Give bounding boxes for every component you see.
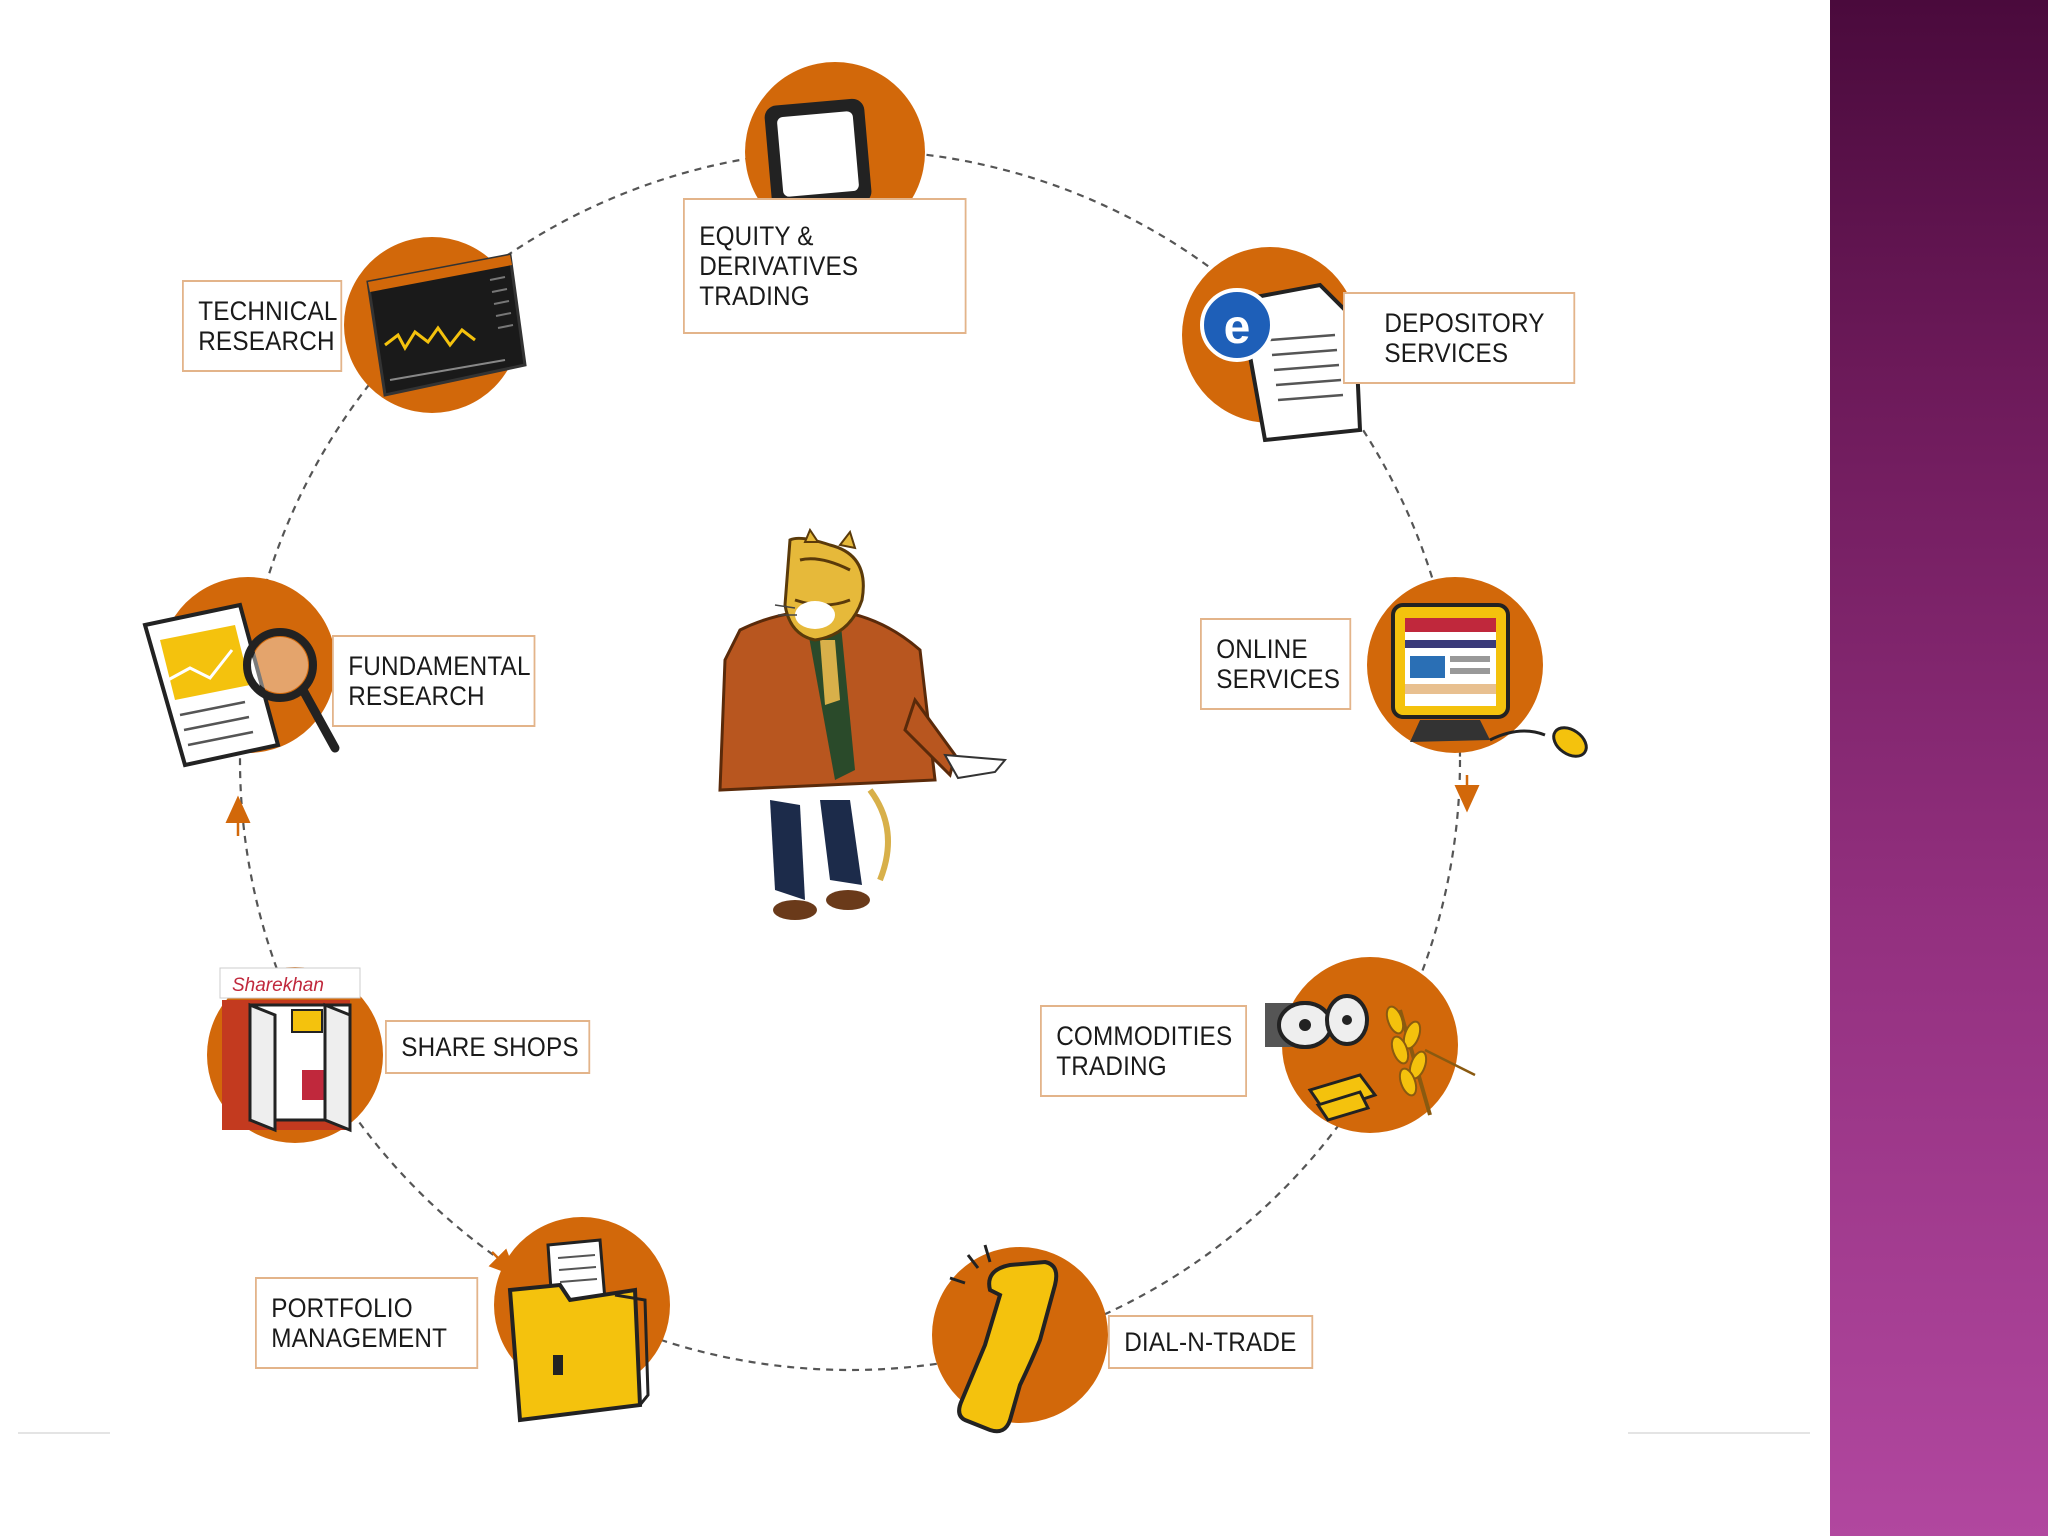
technical-label: TECHNICAL RESEARCH	[198, 296, 338, 356]
fundamental-label: FUNDAMENTAL RESEARCH	[348, 651, 531, 711]
node-label-dial[interactable]: DIAL-N-TRADE	[1108, 1315, 1314, 1369]
shops-node-icon: Sharekhan	[207, 967, 383, 1143]
shops-label: SHARE SHOPS	[401, 1032, 579, 1062]
share-shop-icon: Sharekhan	[219, 967, 361, 1133]
node-label-technical[interactable]: TECHNICAL RESEARCH	[182, 280, 343, 372]
divider-right	[1628, 1432, 1810, 1434]
node-label-portfolio[interactable]: PORTFOLIO MANAGEMENT	[255, 1277, 479, 1369]
e-document-icon: e	[1200, 282, 1363, 443]
dial-node-icon	[932, 1244, 1108, 1434]
online-node-icon	[1367, 577, 1588, 758]
online-label: ONLINE SERVICES	[1216, 634, 1341, 694]
dial-label: DIAL-N-TRADE	[1124, 1327, 1297, 1357]
folder-icon	[507, 1238, 650, 1423]
commodities-icon	[1265, 994, 1476, 1122]
portfolio-label: PORTFOLIO MANAGEMENT	[271, 1293, 448, 1353]
equity-label: EQUITY & DERIVATIVES TRADING	[699, 221, 859, 311]
depository-node-icon: e	[1182, 247, 1363, 443]
tiger-mascot-icon	[718, 527, 1007, 920]
fundamental-node-icon	[142, 577, 340, 768]
node-label-online[interactable]: ONLINE SERVICES	[1200, 618, 1352, 710]
node-label-shops[interactable]: SHARE SHOPS	[385, 1020, 591, 1074]
technical-node-icon	[344, 237, 527, 413]
decorative-side-band	[1830, 0, 2048, 1536]
node-label-fundamental[interactable]: FUNDAMENTAL RESEARCH	[332, 635, 536, 727]
commodities-label: COMMODITIES TRADING	[1056, 1021, 1233, 1081]
shop-sign-text: Sharekhan	[232, 975, 324, 996]
node-label-commodities[interactable]: COMMODITIES TRADING	[1040, 1005, 1247, 1097]
svg-text:e: e	[1224, 301, 1251, 354]
commodities-node-icon	[1265, 957, 1476, 1133]
portfolio-node-icon	[494, 1217, 670, 1423]
node-label-depository[interactable]: DEPOSITORY SERVICES	[1343, 292, 1576, 384]
chart-screen-icon	[366, 253, 527, 397]
node-label-equity[interactable]: EQUITY & DERIVATIVES TRADING	[683, 198, 967, 334]
divider-left	[18, 1432, 110, 1434]
web-monitor-icon	[1391, 603, 1588, 758]
depository-label: DEPOSITORY SERVICES	[1384, 308, 1545, 368]
magnifier-report-icon	[142, 602, 340, 768]
telephone-handset-icon	[949, 1244, 1059, 1434]
